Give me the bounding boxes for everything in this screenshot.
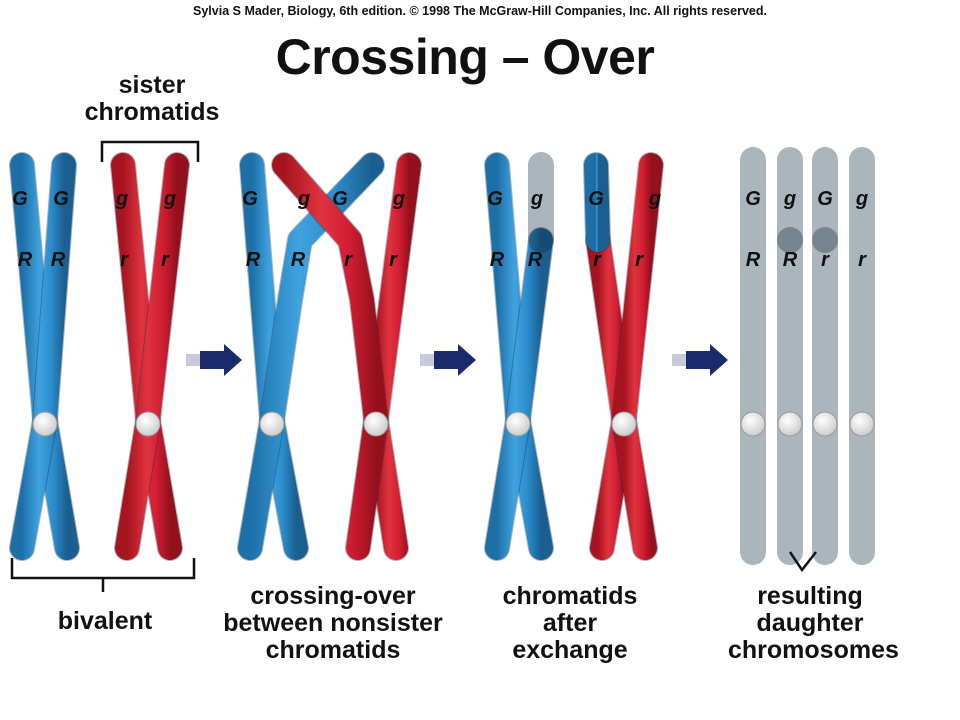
sister-chromatids-label: sister chromatids [62,72,242,126]
sister-chromatids-bracket [100,140,200,162]
gene-label: G [817,188,833,210]
gene-label: g [115,188,128,210]
centromere [363,411,389,437]
gene-label: G [487,188,503,210]
bivalent-label: bivalent [57,607,153,635]
gene-label: G [332,188,348,210]
gene-label: R [51,249,66,271]
gene-label: r [821,249,830,271]
gene-label: g [530,188,543,210]
centromere [611,411,637,437]
centromere [777,411,803,437]
label-line: chromatids [265,636,401,664]
gene-label: R [783,249,798,271]
gene-label: r [858,249,867,271]
label-line: crossing-over [250,582,416,610]
gene-label: g [783,188,796,210]
gene-label: g [855,188,868,210]
label-line: between nonsister [223,609,443,637]
gene-label: G [53,188,69,210]
maternal-chromatid [612,153,663,560]
gene-label: G [588,188,604,210]
gene-label: G [242,188,258,210]
maternal-chromatid [272,153,388,560]
copyright-credit: Sylvia S Mader, Biology, 6th edition. © … [193,4,767,18]
gene-label: g [392,188,405,210]
diagram-title: Crossing – Over [275,29,655,85]
gene-label: r [593,249,602,271]
label-line: chromatids [84,98,220,126]
gene-label: g [163,188,176,210]
exchanged-segment [584,153,610,252]
centromere [259,411,285,437]
gene-label: G [745,188,761,210]
daughter-chromosomes-label: resulting daughter chromosomes [728,582,899,664]
bivalent-bracket [10,558,196,592]
gene-label: R [18,249,33,271]
centromere [32,411,58,437]
chromatids-after-exchange-label: chromatids after exchange [480,583,660,664]
label-line: chromatids [502,582,638,610]
gene-label: r [389,249,398,271]
centromere [812,411,838,437]
label-line: after [542,609,598,637]
crossing-over-label: crossing-over between nonsister chromati… [200,583,466,664]
label-line: sister [118,71,186,99]
label-line: resulting [757,582,863,610]
centromere [135,411,161,437]
label-line: exchange [512,636,628,664]
arrow-1-icon [186,344,242,376]
gene-label: R [528,249,543,271]
gene-label: R [490,249,505,271]
gene-label: g [648,188,661,210]
centromere [849,411,875,437]
gene-label: r [161,249,170,271]
centromere [505,411,531,437]
arrow-2-icon [420,344,476,376]
gene-label: R [746,249,761,271]
gene-label: R [246,249,261,271]
gene-label: g [297,188,310,210]
gene-label: r [120,249,129,271]
label-line: daughter [756,609,864,637]
centromere [740,411,766,437]
gene-label: G [12,188,28,210]
label-line: chromosomes [728,636,899,664]
arrow-3-icon [672,344,728,376]
gene-label: r [635,249,644,271]
gene-label: R [291,249,306,271]
gene-label: r [344,249,353,271]
